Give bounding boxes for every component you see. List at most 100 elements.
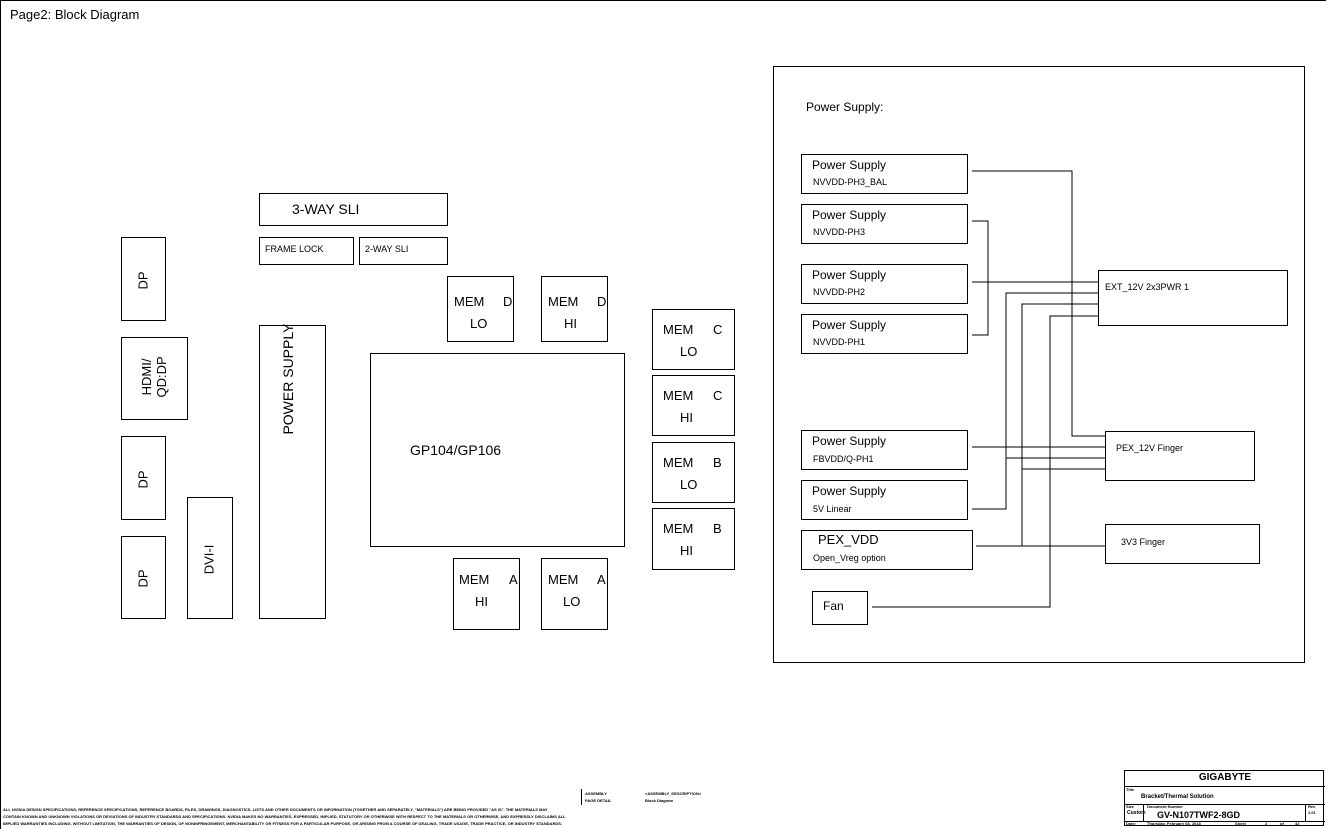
pex-vdd-sub: Open_Vreg option <box>813 553 886 563</box>
disclaimer-line-2: CONTAIN KNOWN AND UNKNOWN VIOLATIONS OR … <box>3 814 566 819</box>
power-supply-title: Power Supply <box>812 484 887 498</box>
assembly-label: ASSEMBLY <box>585 791 607 796</box>
mem-channel: D <box>597 294 607 309</box>
mem-channel: B <box>713 455 722 470</box>
mem-b-hi: MEM B HI <box>652 508 735 570</box>
gpu-block: GP104/GP106 <box>370 353 625 547</box>
page-title: Page2: Block Diagram <box>10 7 140 22</box>
frame-lock-label: FRAME LOCK <box>265 244 324 254</box>
power-supply-title: Power Supply <box>812 208 887 222</box>
power-supply-box-fbvdd: Power Supply FBVDD/Q-PH1 <box>801 430 968 470</box>
assembly-desc: <ASSEMBLY_DESCRIPTION> <box>645 791 702 796</box>
two-way-sli-box: 2-WAY SLI <box>359 237 448 265</box>
of-label: of <box>1280 821 1284 826</box>
page-desc: Block Diagram <box>645 798 674 803</box>
gpu-label: GP104/GP106 <box>410 442 502 458</box>
mem-label: MEM <box>459 572 490 587</box>
page-detail-label: PAGE DETAIL <box>585 798 612 803</box>
mem-channel: D <box>503 294 513 309</box>
size-label: Size <box>1126 804 1135 809</box>
power-supply-rail: NVVDD-PH2 <box>813 287 866 297</box>
power-supply-title: Power Supply <box>812 318 887 332</box>
pex-vdd-title: PEX_VDD <box>818 532 879 547</box>
disclaimer-line-1: ALL NVIDIA DESIGN SPECIFICATIONS, REFERE… <box>3 807 548 812</box>
mem-pos: LO <box>680 344 698 359</box>
mem-c-hi: MEM C HI <box>652 375 735 436</box>
mem-channel: A <box>509 572 518 587</box>
power-supply-title: Power Supply <box>812 434 887 448</box>
dvi-connector: DVI-I <box>187 497 233 619</box>
three-way-sli-label: 3-WAY SLI <box>292 201 360 217</box>
hdmi-connector: HDMI/QD:DP <box>121 337 188 420</box>
pex-vdd-box: PEX_VDD Open_Vreg option <box>801 530 973 570</box>
mem-label: MEM <box>663 455 694 470</box>
ext-12v-box: EXT_12V 2x3PWR 1 <box>1098 270 1288 326</box>
dp-connector-1: DP <box>121 237 166 321</box>
mem-d-hi: MEM D HI <box>541 276 608 342</box>
title-value: Bracket/Thermal Solution <box>1141 794 1214 800</box>
power-supply-rail: FBVDD/Q-PH1 <box>813 454 874 464</box>
power-supply-title: Power Supply <box>812 268 887 282</box>
mem-channel: C <box>713 322 723 337</box>
date-label: Date: <box>1126 821 1137 826</box>
dp-connector-2: DP <box>121 436 166 520</box>
pex-12v-label: PEX_12V Finger <box>1116 443 1184 453</box>
mem-c-lo: MEM C LO <box>652 309 735 370</box>
docnum-label: Document Number <box>1147 804 1183 809</box>
power-supply-box-ph2: Power Supply NVVDD-PH2 <box>801 264 968 304</box>
dp-connector-3: DP <box>121 536 166 619</box>
power-supply-box-ph3-bal: Power Supply NVVDD-PH3_BAL <box>801 154 968 194</box>
mem-channel: B <box>713 521 722 536</box>
mem-pos: LO <box>563 594 581 609</box>
fan-box: Fan <box>812 591 868 625</box>
mem-a-hi: MEM A HI <box>453 558 520 630</box>
mem-label: MEM <box>454 294 485 309</box>
power-supply-rail: NVVDD-PH3_BAL <box>813 177 888 187</box>
mem-pos: LO <box>470 316 488 331</box>
power-supply-rail: NVVDD-PH3 <box>813 227 866 237</box>
power-supply-rail: 5V Linear <box>813 504 852 514</box>
disclaimer-line-3: IMPLIED WARRANTIES INCLUDING, WITHOUT LI… <box>3 821 563 826</box>
power-supply-box-ph1: Power Supply NVVDD-PH1 <box>801 314 968 354</box>
mem-label: MEM <box>548 294 579 309</box>
frame-lock-box: FRAME LOCK <box>259 237 354 265</box>
size-value: Custom <box>1127 810 1146 816</box>
frame-top <box>0 0 1326 1</box>
power-panel <box>773 66 1305 663</box>
mem-channel: A <box>597 572 606 587</box>
rev-value: 1.01 <box>1308 810 1316 815</box>
mem-b-lo: MEM B LO <box>652 442 735 503</box>
three-way-sli-box: 3-WAY SLI <box>259 193 448 226</box>
mem-pos: LO <box>680 477 698 492</box>
title-label: Title <box>1126 787 1135 792</box>
3v3-finger-box: 3V3 Finger <box>1105 524 1260 564</box>
mem-pos: HI <box>475 594 488 609</box>
rev-label: Rev <box>1308 804 1316 809</box>
mem-label: MEM <box>663 521 694 536</box>
3v3-finger-label: 3V3 Finger <box>1121 537 1166 547</box>
mem-d-lo: MEM D LO <box>447 276 514 342</box>
mem-label: MEM <box>663 388 694 403</box>
date-value: Thursday, February 08, 2018 <box>1147 821 1201 826</box>
power-supply-box-5v: Power Supply 5V Linear <box>801 480 968 520</box>
power-supply-rail: NVVDD-PH1 <box>813 337 866 347</box>
docnum-value: GV-N107TWF2-8GD <box>1157 810 1241 820</box>
ext-12v-label: EXT_12V 2x3PWR 1 <box>1105 282 1190 292</box>
company-name: GIGABYTE <box>1198 772 1252 783</box>
power-supply-title: Power Supply <box>812 158 887 172</box>
frame-left <box>0 0 1 829</box>
mem-a-lo: MEM A LO <box>541 558 608 630</box>
fan-label: Fan <box>823 599 844 613</box>
mem-label: MEM <box>548 572 579 587</box>
mem-pos: HI <box>680 543 693 558</box>
pex-12v-box: PEX_12V Finger <box>1105 431 1255 481</box>
sheet-label: Sheet <box>1235 821 1246 826</box>
mem-label: MEM <box>663 322 694 337</box>
mem-pos: HI <box>564 316 577 331</box>
of-value: 42 <box>1295 821 1300 826</box>
footer-divider <box>581 789 582 805</box>
title-block: GIGABYTE Title Bracket/Thermal Solution … <box>1124 770 1325 826</box>
mem-pos: HI <box>680 410 693 425</box>
mem-channel: C <box>713 388 723 403</box>
